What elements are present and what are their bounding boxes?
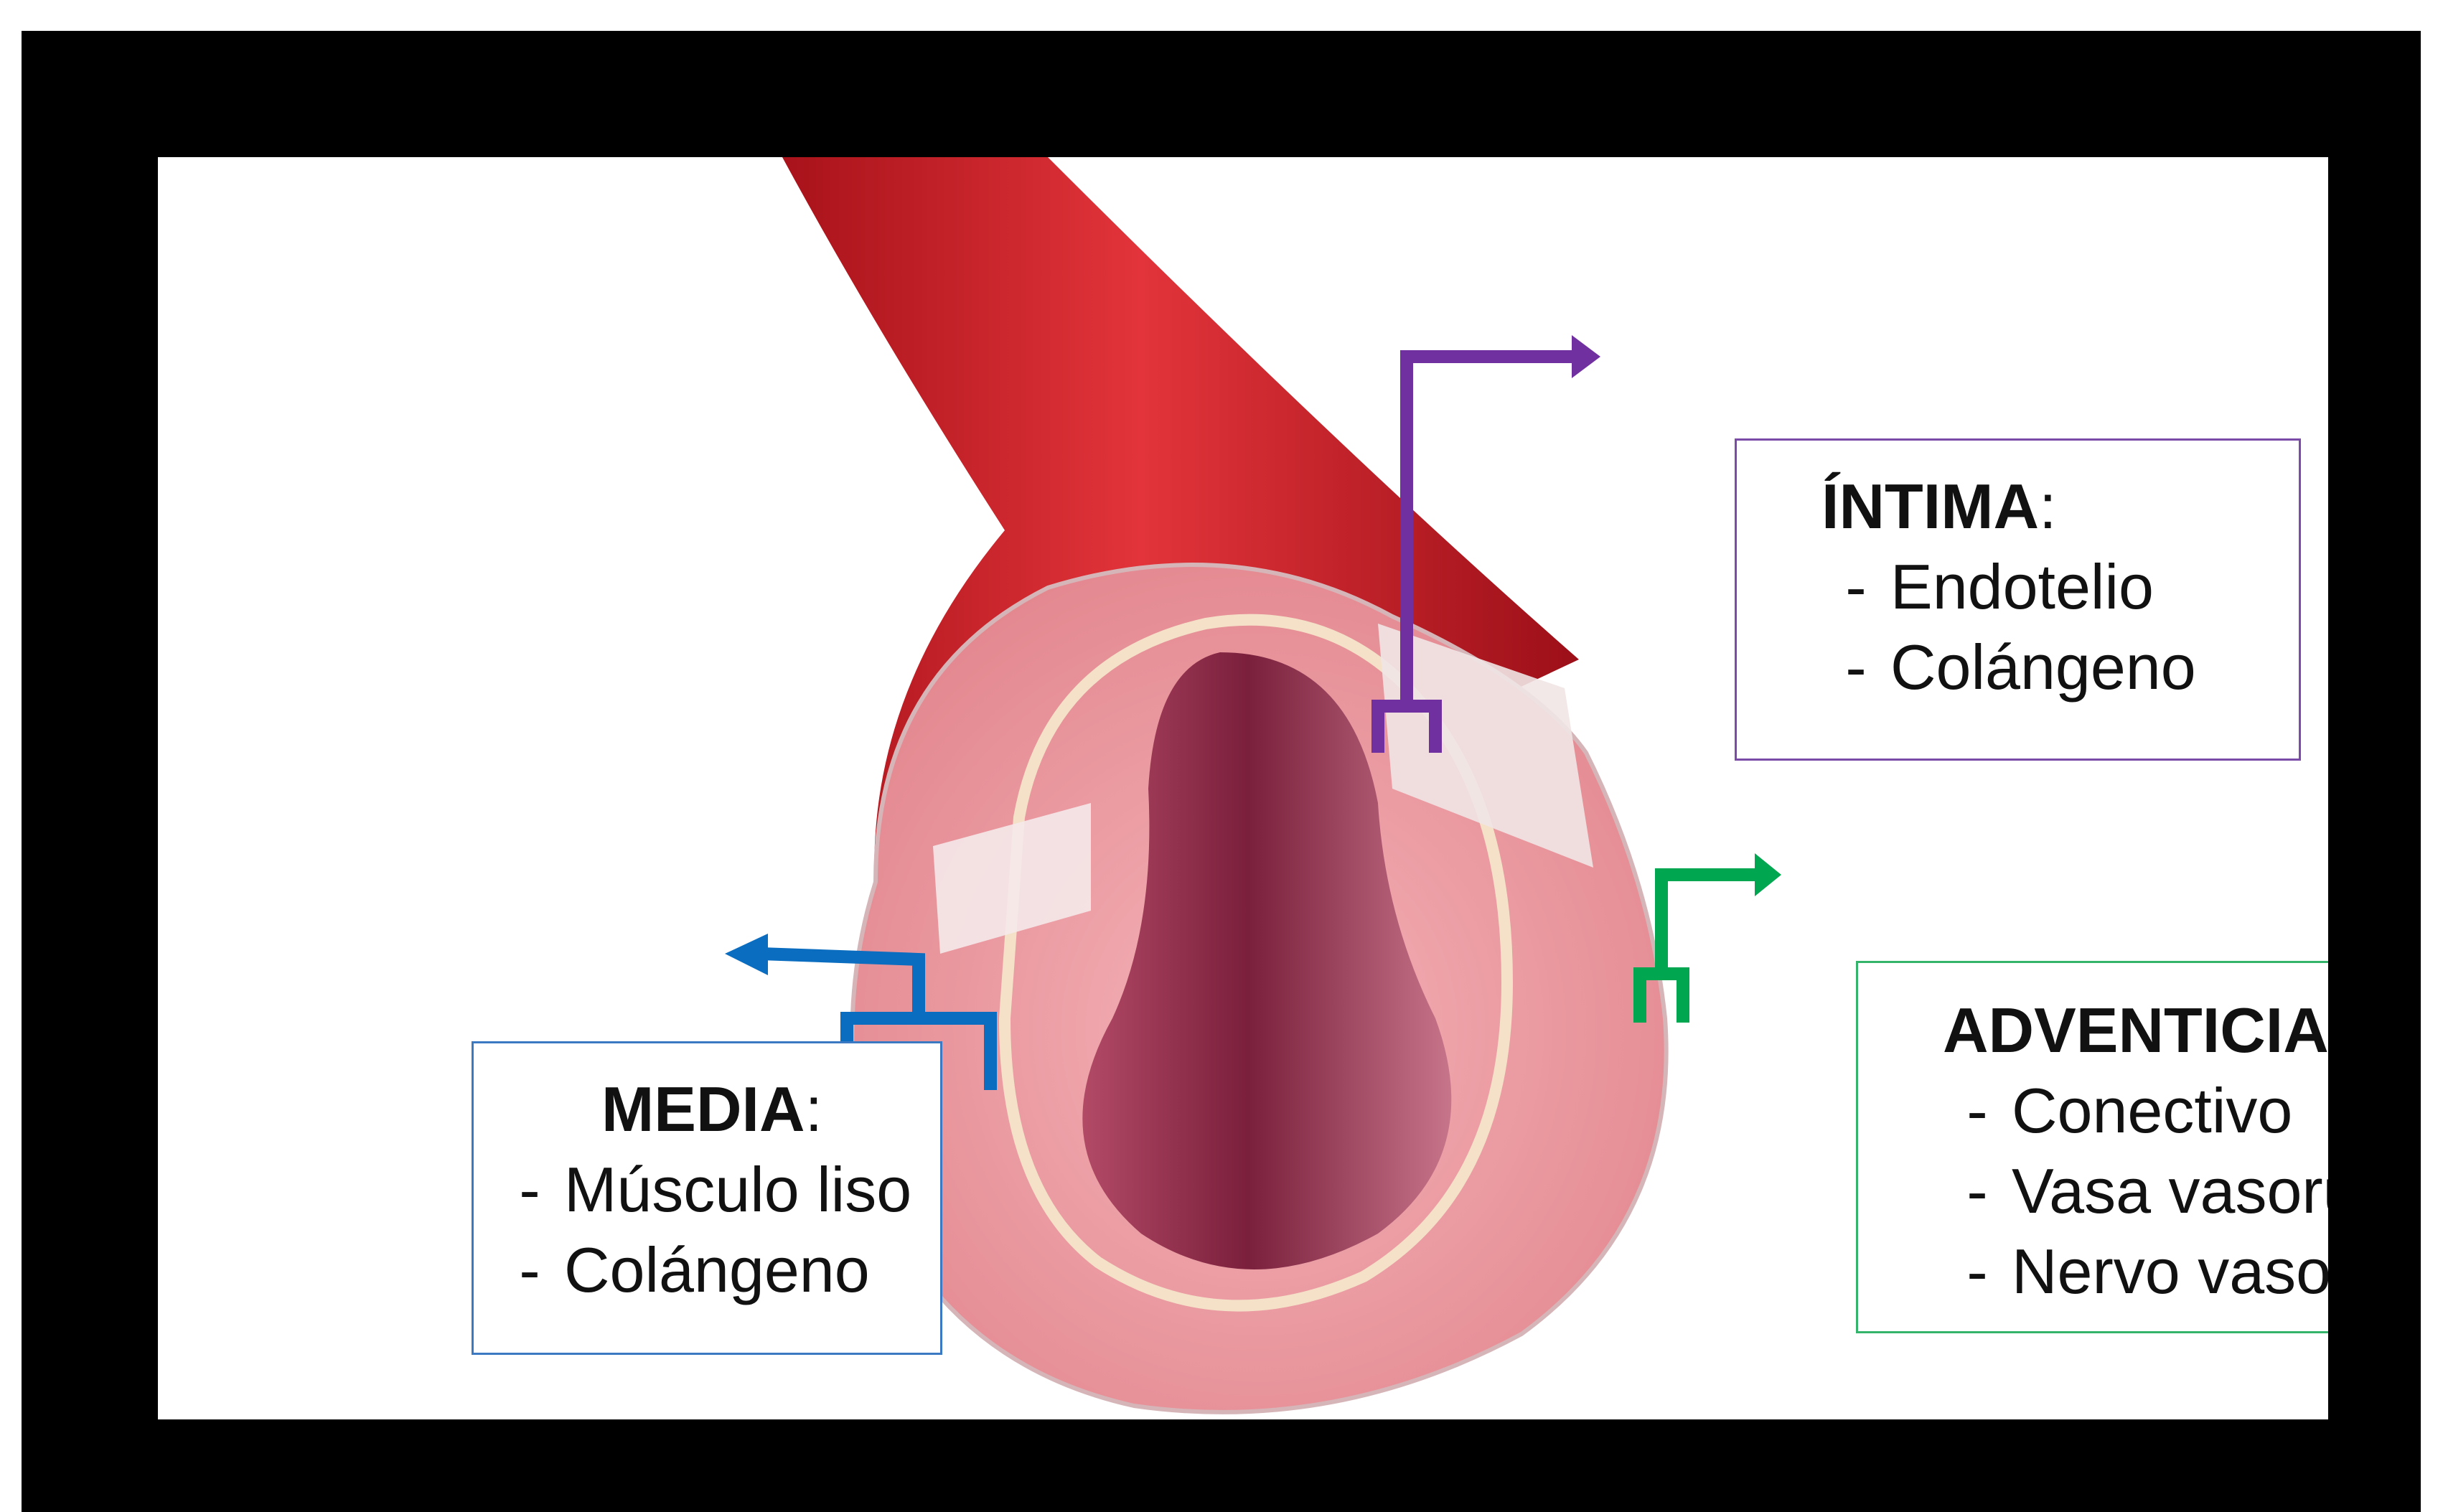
diagram-panel: ÍNTIMA : - Endotelio - Colángeno MEDIA :…: [158, 157, 2328, 1419]
intima-item: - Endotelio: [1821, 547, 2299, 627]
intima-label-box: ÍNTIMA : - Endotelio - Colángeno: [1735, 438, 2301, 761]
list-dash: -: [495, 1150, 564, 1230]
adventicia-item: - Nervo vasorum: [1943, 1231, 2328, 1312]
intima-item-text: Colángeno: [1890, 627, 2196, 708]
intima-title: ÍNTIMA: [1821, 466, 2039, 547]
media-label-box: MEDIA : - Músculo liso - Colángeno: [472, 1041, 942, 1355]
adventicia-item-text: Vasa vasorum: [2012, 1151, 2328, 1231]
media-item: - Músculo liso: [495, 1150, 940, 1230]
adventicia-heading-row: ADVENTICIA :: [1943, 990, 2328, 1071]
adventicia-label-box: ADVENTICIA : - Conectivo - Vasa vasorum …: [1856, 961, 2328, 1333]
media-title: MEDIA: [601, 1069, 805, 1150]
list-dash: -: [1943, 1231, 2012, 1312]
list-dash: -: [1943, 1151, 2012, 1231]
list-dash: -: [1821, 547, 1890, 627]
adventicia-item: - Conectivo: [1943, 1071, 2328, 1151]
media-heading-row: MEDIA :: [495, 1069, 940, 1150]
intima-item: - Colángeno: [1821, 627, 2299, 708]
list-dash: -: [495, 1230, 564, 1310]
adventicia-item: - Vasa vasorum: [1943, 1151, 2328, 1231]
adventicia-arrowhead-icon: [1755, 853, 1781, 896]
media-colon: :: [805, 1069, 822, 1150]
adventicia-title: ADVENTICIA: [1943, 990, 2328, 1071]
intima-arrowhead-icon: [1572, 335, 1600, 378]
adventicia-item-text: Nervo vasorum: [2012, 1231, 2328, 1312]
intima-item-text: Endotelio: [1890, 547, 2154, 627]
list-dash: -: [1943, 1071, 2012, 1151]
media-item: - Colángeno: [495, 1230, 940, 1310]
media-arrowhead-icon: [725, 934, 768, 975]
list-dash: -: [1821, 627, 1890, 708]
adventicia-item-text: Conectivo: [2012, 1071, 2292, 1151]
intima-colon: :: [2039, 466, 2056, 547]
media-item-text: Colángeno: [564, 1230, 870, 1310]
media-item-text: Músculo liso: [564, 1150, 911, 1230]
intima-heading-row: ÍNTIMA :: [1821, 466, 2299, 547]
